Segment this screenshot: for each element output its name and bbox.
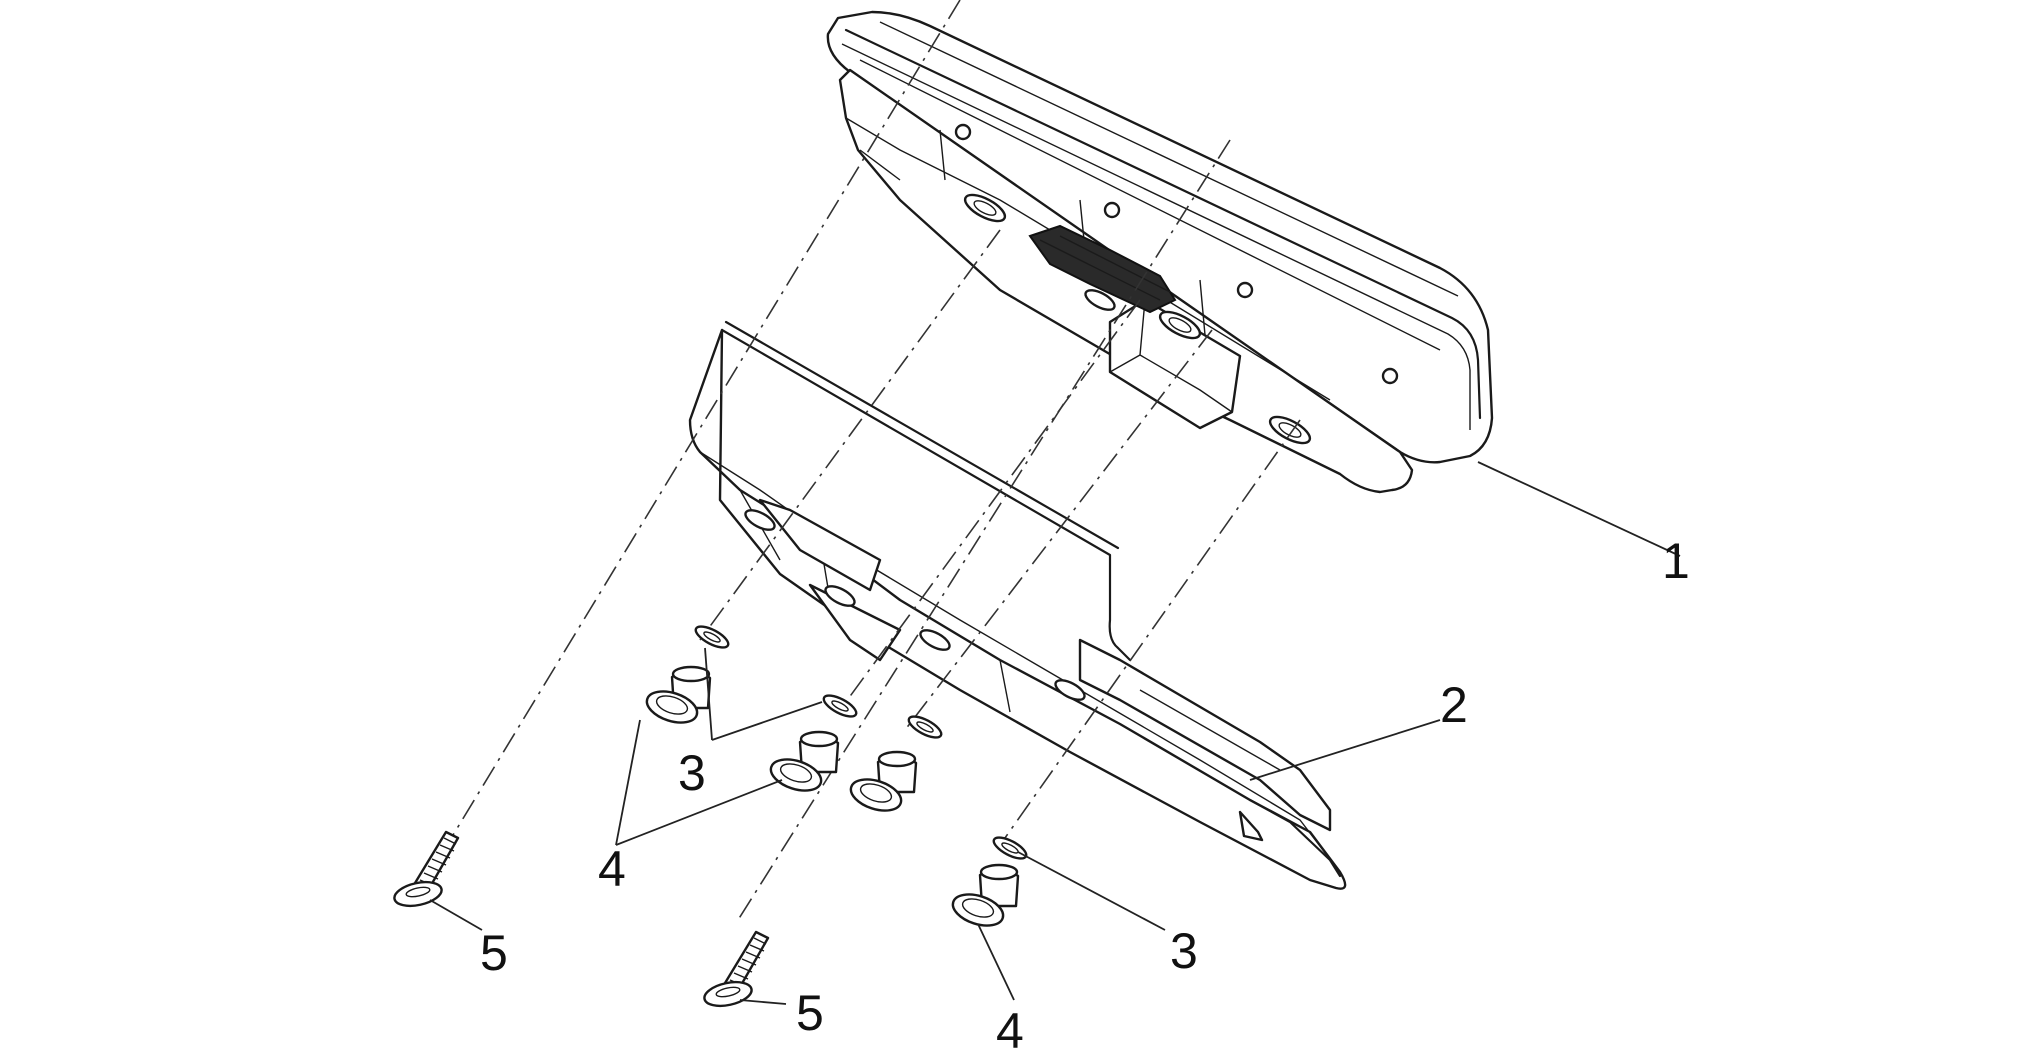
callout-5-left: 5 <box>480 925 508 981</box>
screws <box>393 830 770 1008</box>
bush-4-d <box>951 863 1020 927</box>
callout-4-lower: 4 <box>996 1003 1024 1055</box>
callout-labels: 1 2 3 3 4 4 5 5 <box>480 533 1690 1055</box>
washer-3-a <box>694 625 730 649</box>
leader-lines <box>429 461 1681 1005</box>
washer-3-c <box>907 715 943 739</box>
bush-4-b <box>769 730 840 792</box>
washer-3-b <box>822 694 858 718</box>
washers <box>694 625 1028 860</box>
washer-3-d <box>992 836 1028 860</box>
support-bracket <box>688 320 1347 890</box>
bush-4-a <box>645 665 712 724</box>
callout-2: 2 <box>1440 677 1468 733</box>
rubber-bushes <box>645 665 1020 927</box>
callout-3-lower: 3 <box>1170 923 1198 979</box>
callout-1: 1 <box>1662 533 1690 589</box>
callout-3-upper: 3 <box>678 745 706 801</box>
callout-4-upper: 4 <box>598 841 626 897</box>
assembly-axes <box>449 0 1301 921</box>
screw-5-a <box>393 830 460 908</box>
instrument-panel <box>826 10 1494 494</box>
screw-5-b <box>703 930 770 1008</box>
callout-5-right: 5 <box>796 985 824 1041</box>
bush-4-c <box>849 750 918 812</box>
